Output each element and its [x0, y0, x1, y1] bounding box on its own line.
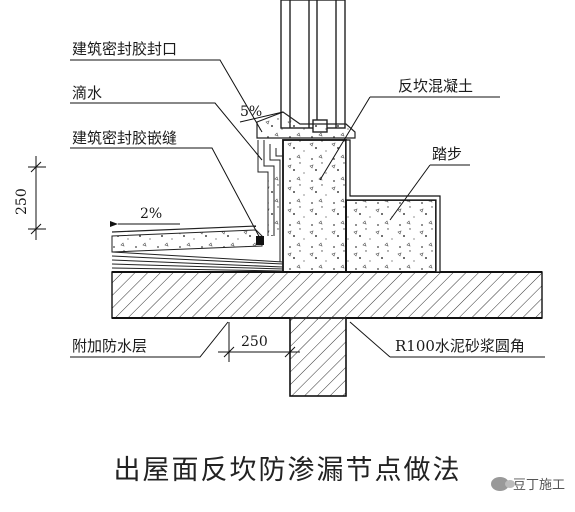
slope-2-label: 2%: [140, 206, 162, 222]
sealant-cap: [256, 111, 356, 139]
roof-layers: [111, 225, 284, 272]
step-concrete: [345, 199, 437, 273]
slope-5-label: 5%: [240, 104, 262, 120]
dimension-horizontal-label: 250: [241, 334, 268, 350]
curb-concrete: [282, 139, 347, 273]
wechat-icon: [490, 476, 515, 491]
beam: [289, 317, 347, 397]
label-sealant-joint: 建筑密封胶嵌缝: [72, 129, 177, 147]
label-curb-concrete: 反坎混凝土: [398, 77, 473, 95]
label-drip: 滴水: [72, 84, 102, 102]
label-cement-fillet: R100水泥砂浆圆角: [395, 337, 525, 355]
dimension-vertical: [28, 156, 46, 240]
dimension-vertical-label: 250: [14, 188, 30, 215]
label-step: 踏步: [432, 145, 462, 163]
label-sealant-cap: 建筑密封胶封口: [72, 40, 177, 58]
door-frame: [280, 0, 346, 133]
leader-lines: [70, 59, 545, 358]
slope-5-line: [239, 111, 284, 123]
watermark-text: 豆丁施工: [512, 478, 565, 493]
watermark: 豆丁施工: [490, 474, 565, 493]
structural-slab: [111, 271, 543, 319]
label-extra-waterproof: 附加防水层: [72, 337, 147, 355]
dimension-horizontal: [218, 322, 300, 362]
diagram-caption: 出屋面反坎防渗漏节点做法: [113, 455, 462, 486]
